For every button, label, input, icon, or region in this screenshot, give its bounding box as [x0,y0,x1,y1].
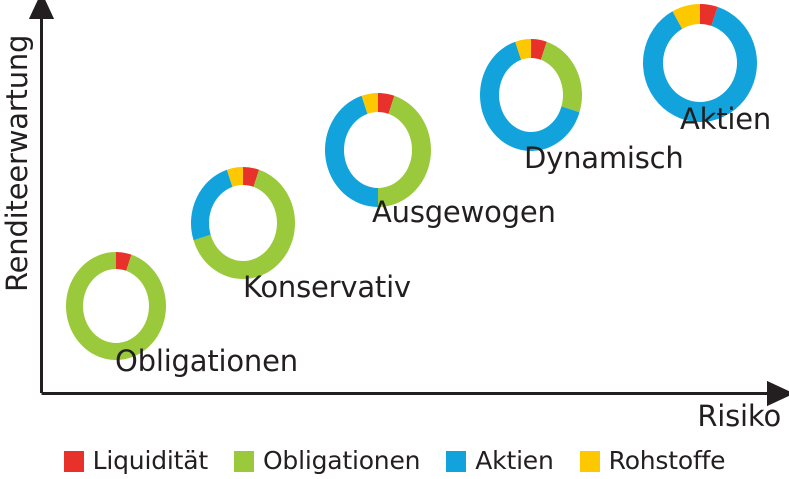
donut-label-ausgewogen: Ausgewogen [372,195,556,229]
x-axis-title: Risiko [697,399,781,433]
donut-aktien [639,0,761,126]
donut-slice-aktien [480,41,580,151]
donut-ring-obligationen [65,252,166,360]
donut-ausgewogen [321,89,435,211]
legend-item-rohstoffe: Rohstoffe [579,446,726,475]
chart-legend: Liquidität Obligationen Aktien Rohstoffe [0,443,789,479]
legend-swatch-icon [233,450,254,472]
legend-item-aktien: Aktien [446,446,554,475]
donut-slice-obligationen [65,252,166,360]
donut-slice-obligationen [378,95,431,207]
legend-swatch-icon [446,450,467,472]
donut-label-obligationen: Obligationen [115,344,298,378]
donut-konservativ [187,163,299,283]
donut-slice-liquiditt [378,93,395,114]
donut-slice-obligationen [540,41,582,113]
donut-slice-rohstoffe [226,167,243,187]
donut-ring-dynamisch [480,39,582,151]
donut-dynamisch [476,35,586,155]
donut-ring-konservativ [191,167,295,279]
y-axis-title: Renditeerwartung [0,34,34,292]
donut-slice-aktien [191,169,233,241]
donut-slice-aktien [643,6,757,123]
donut-ring-ausgewogen [325,93,431,207]
legend-swatch-icon [63,450,84,472]
legend-swatch-icon [579,450,600,472]
donut-slice-liquiditt [243,167,260,187]
donut-slice-rohstoffe [515,39,531,60]
legend-label: Rohstoffe [608,446,726,475]
donut-label-konservativ: Konservativ [243,270,411,304]
donut-slice-liquiditt [700,4,718,26]
donut-slice-liquiditt [116,252,132,271]
legend-item-liquiditt: Liquidität [63,446,208,475]
donut-slice-liquiditt [531,39,547,60]
donut-slice-rohstoffe [672,4,700,29]
donut-slice-obligationen [193,169,295,279]
legend-label: Liquidität [92,446,208,475]
donut-ring-aktien [643,4,757,123]
legend-label: Aktien [475,446,554,475]
legend-item-obligationen: Obligationen [233,446,421,475]
donut-slice-aktien [325,95,378,207]
donut-slice-rohstoffe [361,93,378,114]
legend-label: Obligationen [262,446,421,475]
donut-obligationen [62,248,170,364]
donut-label-aktien: Aktien [680,102,772,136]
donut-label-dynamisch: Dynamisch [524,141,684,175]
